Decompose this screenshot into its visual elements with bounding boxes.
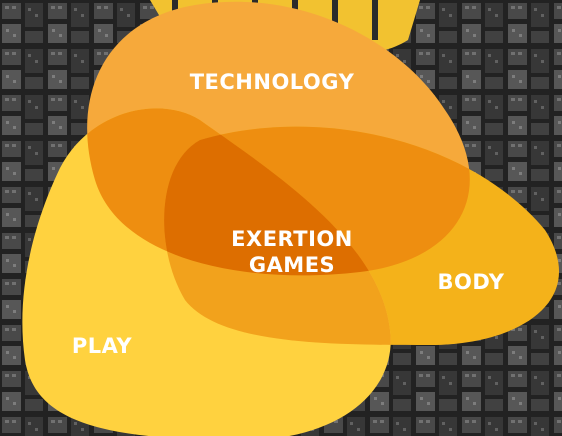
play-label: PLAY (72, 334, 133, 358)
center-label-line1: EXERTION (231, 227, 353, 251)
center-label-line2: GAMES (249, 253, 335, 277)
body-label: BODY (438, 270, 505, 294)
technology-label: TECHNOLOGY (190, 70, 355, 94)
